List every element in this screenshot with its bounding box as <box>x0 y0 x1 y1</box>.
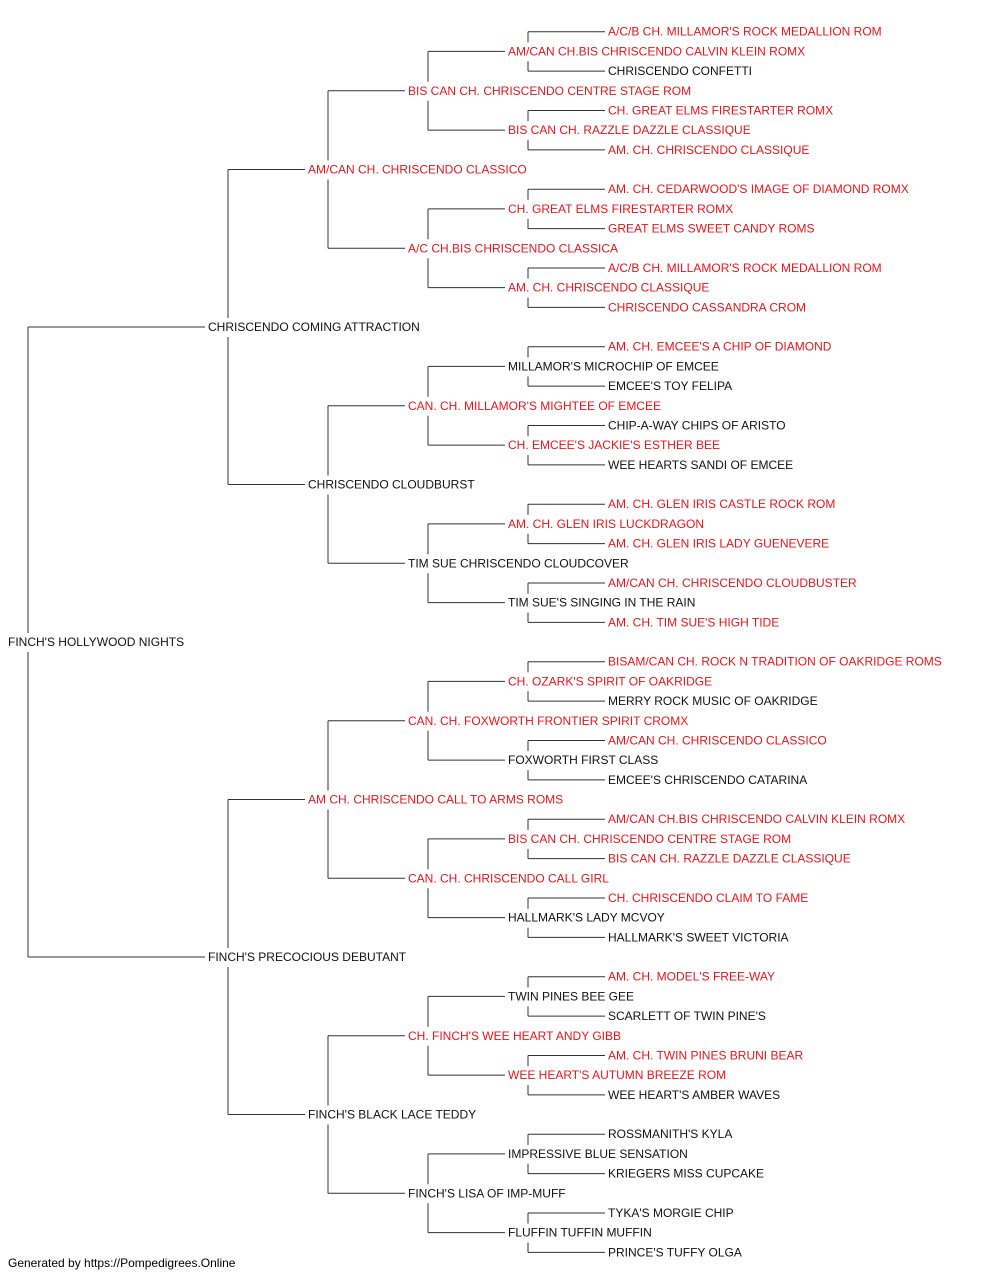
pedigree-node: AM/CAN CH.BIS CHRISCENDO CALVIN KLEIN RO… <box>508 44 805 58</box>
pedigree-node: BIS CAN CH. CHRISCENDO CENTRE STAGE ROM <box>408 84 691 98</box>
footer-credit: Generated by https://Pompedigrees.Online <box>8 1256 236 1270</box>
pedigree-node: AM. CH. CHRISCENDO CLASSIQUE <box>608 143 809 157</box>
pedigree-node: CHIP-A-WAY CHIPS OF ARISTO <box>608 418 786 432</box>
pedigree-node: CH. CHRISCENDO CLAIM TO FAME <box>608 891 808 905</box>
pedigree-node: CH. GREAT ELMS FIRESTARTER ROMX <box>508 202 733 216</box>
pedigree-node: CHRISCENDO CONFETTI <box>608 64 752 78</box>
pedigree-node: AM CH. CHRISCENDO CALL TO ARMS ROMS <box>308 793 563 807</box>
pedigree-node: BIS CAN CH. RAZZLE DAZZLE CLASSIQUE <box>508 123 751 137</box>
pedigree-node: HALLMARK'S LADY MCVOY <box>508 911 665 925</box>
pedigree-node: AM. CH. GLEN IRIS LADY GUENEVERE <box>608 537 829 551</box>
pedigree-node: A/C CH.BIS CHRISCENDO CLASSICA <box>408 241 618 255</box>
pedigree-node: AM. CH. MODEL'S FREE-WAY <box>608 970 775 984</box>
pedigree-node: CAN. CH. MILLAMOR'S MIGHTEE OF EMCEE <box>408 399 661 413</box>
pedigree-node: KRIEGERS MISS CUPCAKE <box>608 1167 764 1181</box>
pedigree-node: MERRY ROCK MUSIC OF OAKRIDGE <box>608 694 818 708</box>
pedigree-node: AM. CH. EMCEE'S A CHIP OF DIAMOND <box>608 340 832 354</box>
pedigree-node: AM/CAN CH. CHRISCENDO CLOUDBUSTER <box>608 576 857 590</box>
pedigree-node: A/C/B CH. MILLAMOR'S ROCK MEDALLION ROM <box>608 261 882 275</box>
pedigree-node: EMCEE'S CHRISCENDO CATARINA <box>608 773 807 787</box>
pedigree-node: BIS CAN CH. RAZZLE DAZZLE CLASSIQUE <box>608 852 851 866</box>
pedigree-node: CAN. CH. FOXWORTH FRONTIER SPIRIT CROMX <box>408 714 688 728</box>
pedigree-node: FINCH'S HOLLYWOOD NIGHTS <box>8 635 184 649</box>
pedigree-node: AM. CH. CHRISCENDO CLASSIQUE <box>508 281 709 295</box>
pedigree-node: TYKA'S MORGIE CHIP <box>608 1206 734 1220</box>
pedigree-node: FINCH'S BLACK LACE TEDDY <box>308 1108 476 1122</box>
pedigree-node: AM. CH. CEDARWOOD'S IMAGE OF DIAMOND ROM… <box>608 182 909 196</box>
pedigree-node: WEE HEARTS SANDI OF EMCEE <box>608 458 793 472</box>
pedigree-node: GREAT ELMS SWEET CANDY ROMS <box>608 222 814 236</box>
pedigree-node: HALLMARK'S SWEET VICTORIA <box>608 930 789 944</box>
pedigree-node: PRINCE'S TUFFY OLGA <box>608 1245 742 1259</box>
pedigree-node: AM. CH. GLEN IRIS LUCKDRAGON <box>508 517 704 531</box>
pedigree-node: AM/CAN CH. CHRISCENDO CLASSICO <box>608 733 827 747</box>
pedigree-node: CAN. CH. CHRISCENDO CALL GIRL <box>408 871 609 885</box>
pedigree-node: FINCH'S PRECOCIOUS DEBUTANT <box>208 950 407 964</box>
pedigree-node: AM/CAN CH. CHRISCENDO CLASSICO <box>308 163 527 177</box>
pedigree-node: AM. CH. TIM SUE'S HIGH TIDE <box>608 615 779 629</box>
pedigree-node: MILLAMOR'S MICROCHIP OF EMCEE <box>508 359 719 373</box>
pedigree-node: BISAM/CAN CH. ROCK N TRADITION OF OAKRID… <box>608 655 942 669</box>
pedigree-node: FLUFFIN TUFFIN MUFFIN <box>508 1226 652 1240</box>
pedigree-node: TIM SUE CHRISCENDO CLOUDCOVER <box>408 556 629 570</box>
pedigree-node: CHRISCENDO CASSANDRA CROM <box>608 300 806 314</box>
pedigree-node: CHRISCENDO CLOUDBURST <box>308 478 475 492</box>
pedigree-node: FINCH'S LISA OF IMP-MUFF <box>408 1186 566 1200</box>
pedigree-node: CH. EMCEE'S JACKIE'S ESTHER BEE <box>508 438 720 452</box>
pedigree-node: EMCEE'S TOY FELIPA <box>608 379 732 393</box>
pedigree-node: CH. GREAT ELMS FIRESTARTER ROMX <box>608 103 833 117</box>
pedigree-node: WEE HEART'S AMBER WAVES <box>608 1088 780 1102</box>
pedigree-node: IMPRESSIVE BLUE SENSATION <box>508 1147 688 1161</box>
pedigree-node: SCARLETT OF TWIN PINE'S <box>608 1009 766 1023</box>
pedigree-node: A/C/B CH. MILLAMOR'S ROCK MEDALLION ROM <box>608 25 882 39</box>
pedigree-node: BIS CAN CH. CHRISCENDO CENTRE STAGE ROM <box>508 832 791 846</box>
pedigree-node: AM. CH. GLEN IRIS CASTLE ROCK ROM <box>608 497 835 511</box>
pedigree-node: TIM SUE'S SINGING IN THE RAIN <box>508 596 695 610</box>
pedigree-node: CH. FINCH'S WEE HEART ANDY GIBB <box>408 1029 621 1043</box>
pedigree-node: CH. OZARK'S SPIRIT OF OAKRIDGE <box>508 674 712 688</box>
pedigree-node: AM/CAN CH.BIS CHRISCENDO CALVIN KLEIN RO… <box>608 812 905 826</box>
pedigree-node: FOXWORTH FIRST CLASS <box>508 753 658 767</box>
pedigree-node: AM. CH. TWIN PINES BRUNI BEAR <box>608 1048 803 1062</box>
pedigree-node: ROSSMANITH'S KYLA <box>608 1127 732 1141</box>
pedigree-node: WEE HEART'S AUTUMN BREEZE ROM <box>508 1068 726 1082</box>
pedigree-node: TWIN PINES BEE GEE <box>508 989 634 1003</box>
pedigree-node: CHRISCENDO COMING ATTRACTION <box>208 320 420 334</box>
